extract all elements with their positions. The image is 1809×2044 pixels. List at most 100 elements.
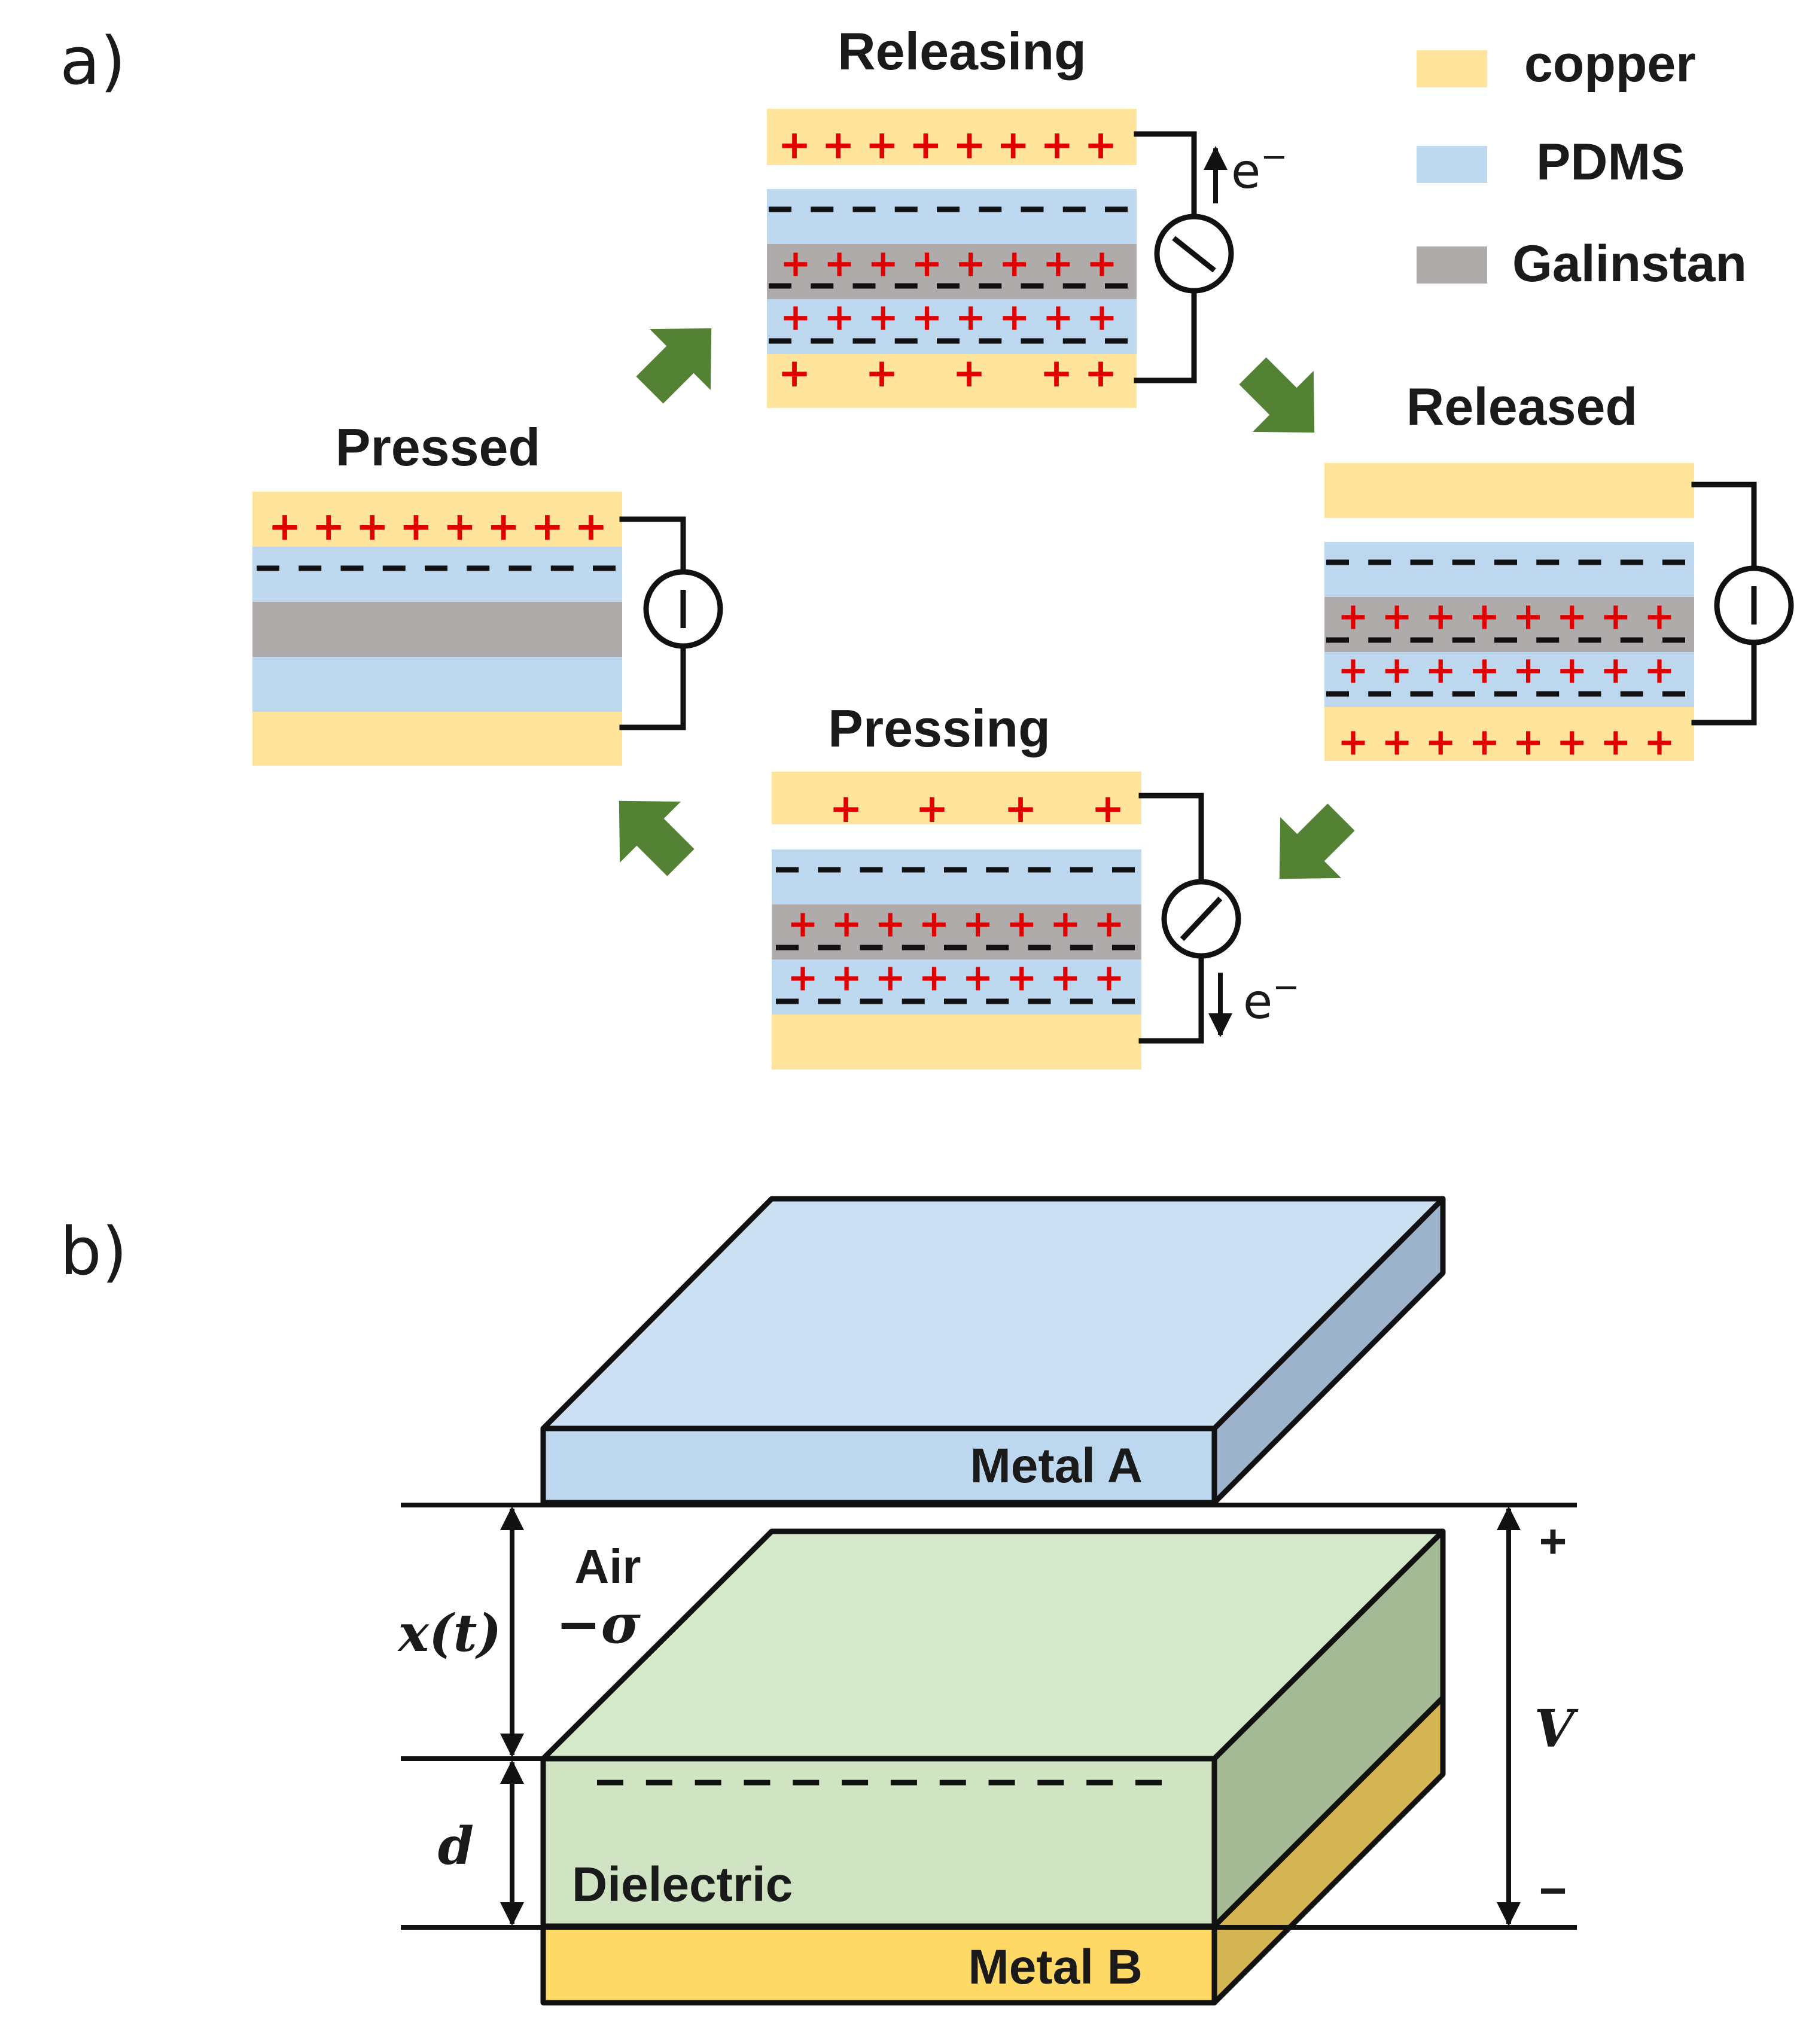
charge-plus: + <box>1091 785 1124 831</box>
charge-plus: + <box>821 122 854 168</box>
green-arrow-icon <box>1239 357 1315 433</box>
pdms-upper-layer <box>772 849 1141 904</box>
copper-top-layer <box>1324 463 1694 518</box>
charge-plus: + <box>787 902 818 946</box>
copper-bottom-layer <box>767 354 1137 408</box>
charge-plus: + <box>963 956 994 1000</box>
charge-row-plus: ++++++++ <box>1338 648 1675 692</box>
charge-plus: + <box>1513 648 1544 692</box>
charge-plus: + <box>1040 350 1073 396</box>
legend-swatch-copper <box>1417 50 1487 87</box>
copper-bottom-layer <box>772 1015 1141 1070</box>
metal-b-label: Metal B <box>968 1940 1143 1994</box>
state-title-pressed: Pressed <box>336 418 540 477</box>
charge-plus: + <box>997 122 1030 168</box>
copper-bottom-layer <box>1324 707 1694 761</box>
charge-plus: + <box>1644 648 1675 692</box>
charge-plus: + <box>1006 902 1037 946</box>
charge-row-plus: ++++++++ <box>1338 720 1675 764</box>
charge-row-plus: ++++++++ <box>787 956 1125 1000</box>
charge-plus: + <box>911 242 942 285</box>
circuit-wire <box>1134 131 1197 383</box>
charge-plus: + <box>1600 595 1631 638</box>
cycle-arrow-up-left <box>619 800 695 876</box>
metal-a-front-face <box>540 1425 1217 1506</box>
charge-plus: + <box>1084 122 1117 168</box>
charge-plus: + <box>866 122 899 168</box>
cycle-arrow-down-left <box>1279 803 1355 879</box>
charge-plus: + <box>952 350 985 396</box>
charge-row-plus: ++++++++ <box>268 504 607 550</box>
charge-plus: + <box>1084 350 1117 396</box>
circuit-wire <box>1138 793 1204 1044</box>
charge-plus: + <box>1644 720 1675 764</box>
charge-plus: + <box>1006 956 1037 1000</box>
ammeter-needle <box>1172 236 1216 273</box>
copper-top-layer <box>772 772 1141 824</box>
metal-a-block: Metal A <box>540 1196 1446 1506</box>
legend-swatch-galinstan <box>1417 246 1487 284</box>
panel-a: a) copper PDMS Galinstan Releasing Relea… <box>60 22 1794 1070</box>
charge-plus: + <box>824 242 855 285</box>
charge-plus: + <box>909 122 942 168</box>
electron-label: e− <box>1243 968 1299 1029</box>
charge-plus: + <box>867 296 899 339</box>
circuit-wire <box>1691 482 1757 726</box>
voltage-plus-sign: + <box>1539 1515 1567 1568</box>
charge-plus: + <box>1557 648 1588 692</box>
charge-plus: + <box>1469 648 1500 692</box>
electron-label: e− <box>1231 138 1287 199</box>
pdms-lower-layer <box>252 657 622 712</box>
charge-plus: + <box>1381 648 1412 692</box>
state-title-pressing: Pressing <box>828 699 1050 758</box>
charge-row-plus: ++++++++ <box>787 902 1125 946</box>
charge-plus: + <box>1086 296 1117 339</box>
charge-plus: + <box>1425 720 1456 764</box>
green-arrow-icon <box>636 328 712 404</box>
pdms-lower-layer <box>772 959 1141 1015</box>
charge-plus: + <box>955 296 986 339</box>
voltage-label: V <box>1534 1699 1579 1759</box>
charge-plus: + <box>999 296 1030 339</box>
charge-plus: + <box>1644 595 1675 638</box>
d-label: d <box>438 1816 474 1877</box>
charge-plus: + <box>780 242 811 285</box>
voltage-minus-sign: − <box>1539 1864 1567 1917</box>
charge-plus: + <box>787 956 818 1000</box>
charge-plus: + <box>831 956 862 1000</box>
charge-plus: + <box>1557 595 1588 638</box>
charge-plus: + <box>1513 720 1544 764</box>
charge-plus: + <box>1043 296 1074 339</box>
charge-plus: + <box>831 902 862 946</box>
galinstan-layer <box>767 244 1137 299</box>
galinstan-layer <box>772 904 1141 959</box>
charge-plus: + <box>1050 902 1081 946</box>
charge-plus: + <box>875 902 906 946</box>
charge-plus: + <box>268 504 301 550</box>
charge-plus: + <box>1600 720 1631 764</box>
state-title-releasing: Releasing <box>838 22 1086 81</box>
charge-plus: + <box>1338 720 1369 764</box>
charge-plus: + <box>1381 595 1412 638</box>
copper-top-layer <box>252 492 622 547</box>
charge-plus: + <box>955 242 986 285</box>
charge-plus: + <box>1600 648 1631 692</box>
charge-plus: + <box>780 296 811 339</box>
charge-plus: + <box>1094 956 1125 1000</box>
charge-plus: + <box>918 902 949 946</box>
charge-plus: + <box>531 504 564 550</box>
copper-bottom-layer <box>252 712 622 766</box>
charge-plus: + <box>487 504 520 550</box>
charge-plus: + <box>1513 595 1544 638</box>
copper-top-layer <box>767 109 1137 165</box>
charge-plus: + <box>1469 595 1500 638</box>
state-title-released: Released <box>1406 377 1637 436</box>
circuit-wire <box>619 516 686 730</box>
ammeter-needle <box>1180 896 1223 942</box>
dielectric-label: Dielectric <box>572 1857 793 1912</box>
stack-pressing: + + + + ++++++++ ++++++++ e− <box>772 772 1299 1070</box>
charge-plus: + <box>1086 242 1117 285</box>
dielectric-block: Dielectric Metal B <box>540 1528 1446 2006</box>
panel-b: b) Metal A Dielectric Metal B x(t) <box>60 1196 1579 2006</box>
charge-plus: + <box>1043 242 1074 285</box>
